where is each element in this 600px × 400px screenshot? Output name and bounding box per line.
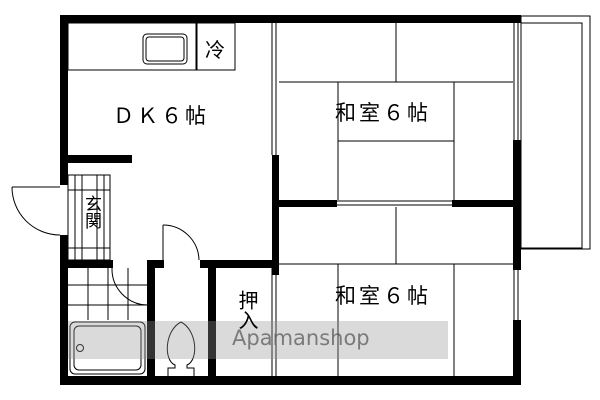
watermark-logo: Apamanshop [232, 326, 370, 350]
thin-lines [11, 15, 591, 376]
watermark-band [68, 321, 448, 359]
entrance-label: 玄関 [81, 195, 101, 229]
refrigerator-label: 冷 [205, 38, 225, 62]
closet-label: 押入 [235, 290, 259, 330]
walls [60, 15, 521, 385]
washitsu-lower-label: 和室６帖 [335, 284, 431, 308]
dk-label: ＤＫ６帖 [113, 104, 209, 128]
washitsu-upper-label: 和室６帖 [335, 101, 431, 125]
